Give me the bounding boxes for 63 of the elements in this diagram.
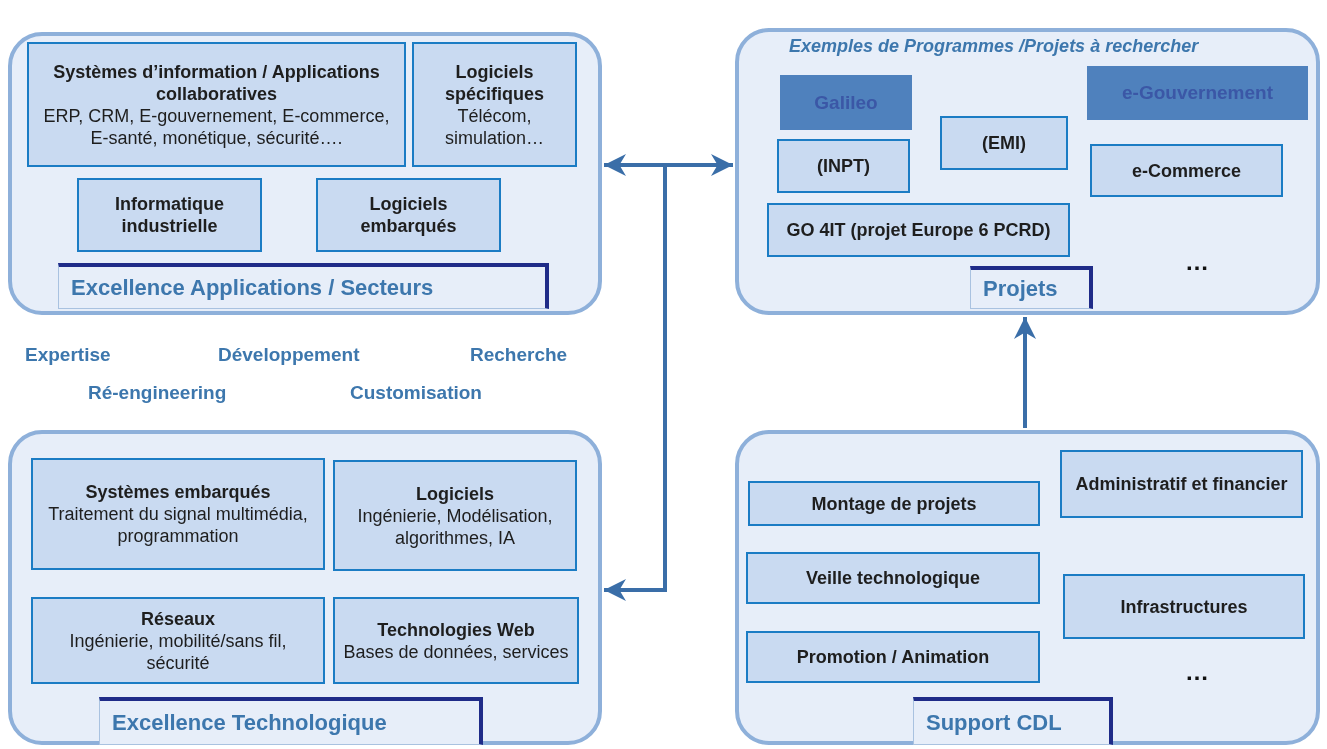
category-box bbox=[316, 178, 501, 252]
section-title: Projets bbox=[983, 278, 1058, 300]
panel-card bbox=[735, 28, 1320, 315]
box-heading: (EMI) bbox=[982, 132, 1026, 154]
ellipsis-text: … bbox=[1185, 658, 1209, 686]
box-text: Traitement du signal multimédia, programmation bbox=[47, 503, 309, 547]
section-title: Support CDL bbox=[926, 711, 1062, 734]
highlight-box bbox=[1087, 66, 1308, 120]
box-heading: Technologies Web bbox=[377, 618, 535, 641]
category-box bbox=[31, 458, 325, 570]
category-box bbox=[27, 42, 406, 167]
box-text: Ingénierie, mobilité/sans fil, sécurité bbox=[68, 629, 288, 674]
box-heading: Promotion / Animation bbox=[796, 646, 990, 668]
arrow bbox=[1014, 317, 1036, 428]
category-box bbox=[412, 42, 577, 167]
category-box bbox=[77, 178, 262, 252]
box-text: Ingénierie, Modélisation, algorithmes, IA bbox=[356, 504, 554, 549]
box-heading: Veille technologique bbox=[805, 567, 980, 589]
category-box bbox=[1060, 450, 1303, 518]
category-box bbox=[31, 597, 325, 684]
section-tab bbox=[913, 697, 1113, 745]
section-title: Excellence Applications / Secteurs bbox=[71, 276, 434, 299]
section-title: Excellence Technologique bbox=[112, 711, 387, 734]
category-box bbox=[777, 139, 910, 193]
box-heading: Systèmes embarqués bbox=[85, 481, 271, 503]
activity-label: Ré-engineering bbox=[88, 382, 227, 404]
box-heading: Systèmes d’information / Applications collaboratives bbox=[52, 60, 381, 105]
category-box bbox=[746, 631, 1040, 683]
box-heading: Informatique industrielle bbox=[114, 193, 225, 237]
box-heading: Réseaux bbox=[140, 607, 216, 630]
ellipsis-text: … bbox=[1185, 248, 1209, 276]
section-tab bbox=[58, 263, 549, 309]
category-box bbox=[1063, 574, 1305, 639]
panel-card bbox=[735, 430, 1320, 745]
box-heading: GO 4IT (projet Europe 6 PCRD) bbox=[786, 219, 1051, 241]
activity-label: Développement bbox=[218, 344, 360, 366]
box-text: ERP, CRM, E-gouvernement, E-commerce, E-santé, monétique, sécurité…. bbox=[42, 104, 391, 149]
box-text: Bases de données, services bbox=[343, 640, 569, 663]
box-heading: Logiciels embarqués bbox=[359, 193, 458, 237]
box-text: Télécom, simulation… bbox=[443, 104, 545, 149]
box-heading: e-Commerce bbox=[1131, 159, 1241, 182]
activity-label: Recherche bbox=[470, 344, 568, 366]
box-heading: Logiciels spécifiques bbox=[443, 60, 545, 105]
activity-label: Expertise bbox=[25, 344, 111, 366]
category-box bbox=[748, 481, 1040, 526]
category-box bbox=[767, 203, 1070, 257]
box-heading: (INPT) bbox=[817, 155, 870, 177]
category-box bbox=[333, 460, 577, 571]
box-heading: Logiciels bbox=[416, 482, 494, 505]
category-box bbox=[333, 597, 579, 684]
panel-heading: Exemples de Programmes /Projets à rechercher bbox=[789, 36, 1199, 57]
box-heading: Infrastructures bbox=[1120, 595, 1248, 618]
highlight-box bbox=[780, 75, 912, 130]
category-box bbox=[1090, 144, 1283, 197]
panel-card bbox=[8, 32, 602, 315]
box-heading: Montage de projets bbox=[811, 492, 977, 515]
section-tab bbox=[99, 697, 483, 745]
activity-label: Customisation bbox=[350, 382, 482, 404]
panel-card bbox=[8, 430, 602, 745]
section-tab bbox=[970, 266, 1093, 309]
category-box bbox=[746, 552, 1040, 604]
box-heading: Administratif et financier bbox=[1075, 473, 1288, 495]
category-box bbox=[940, 116, 1068, 170]
